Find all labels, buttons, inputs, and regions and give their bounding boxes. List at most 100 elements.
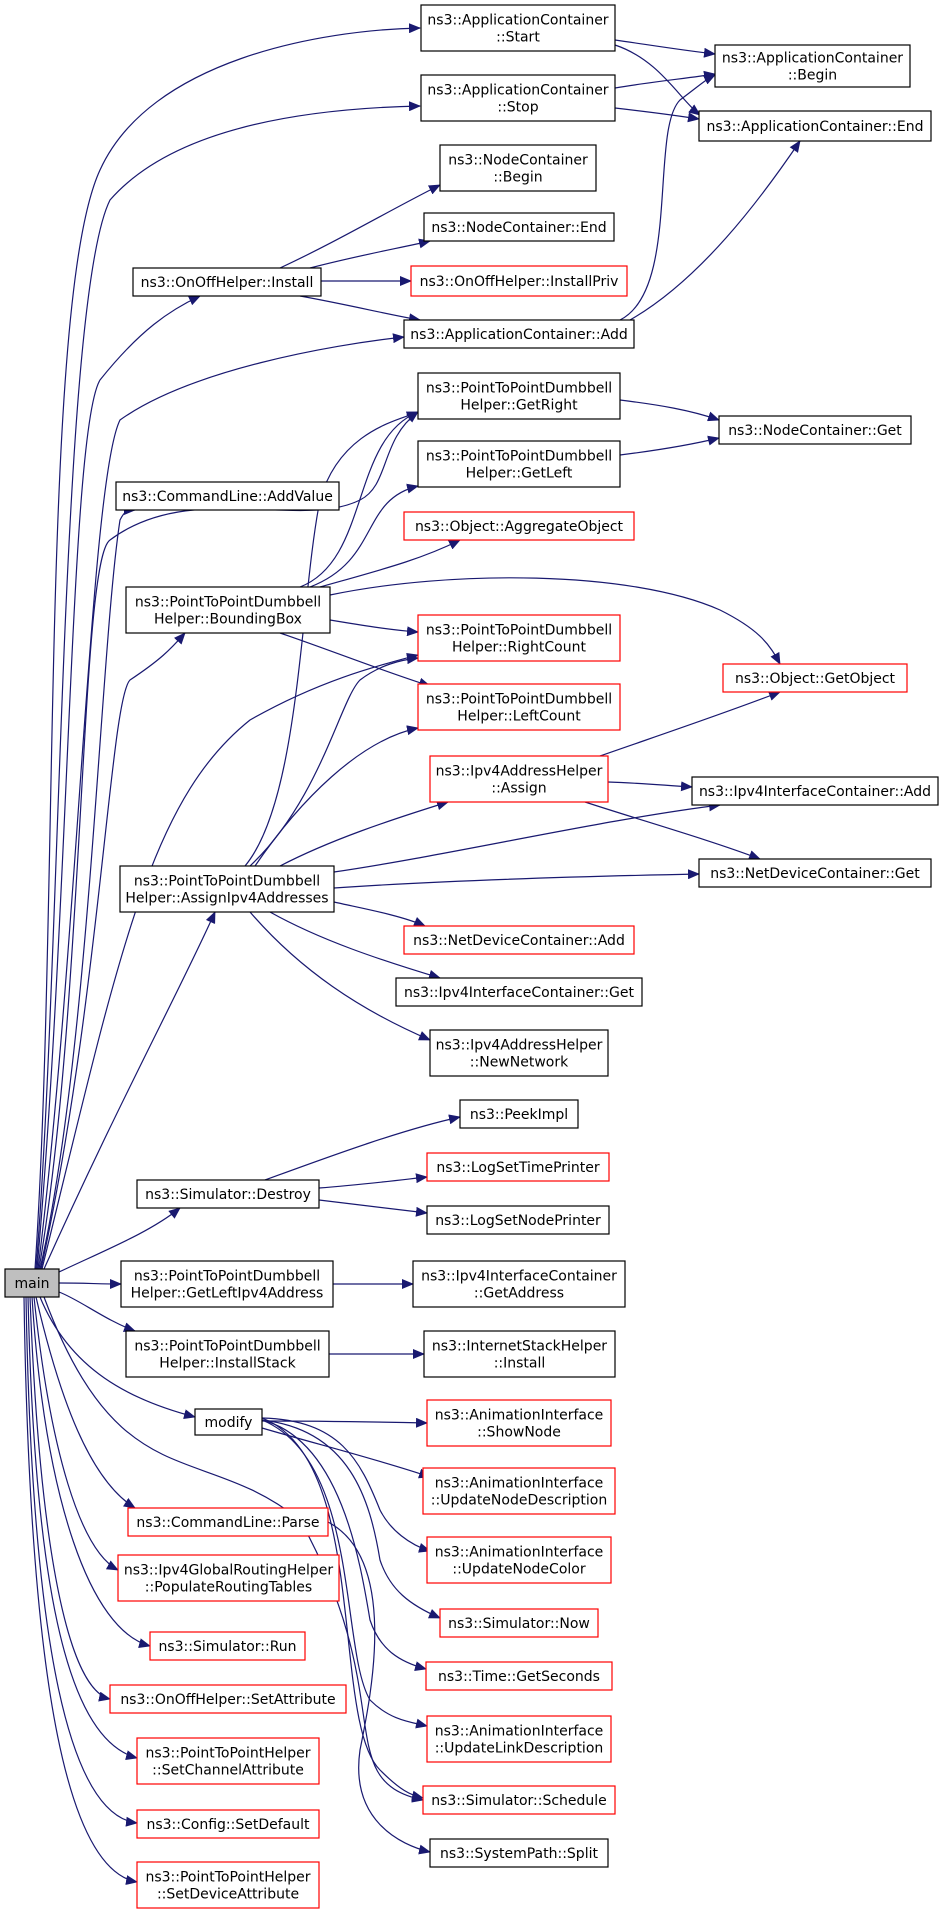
node-ndc_get[interactable]: ns3::NetDeviceContainer::Get (698, 858, 932, 888)
node-onoff_installpriv[interactable]: ns3::OnOffHelper::InstallPriv (410, 265, 628, 297)
node-db_rightcount[interactable]: ns3::PointToPointDumbbellHelper::RightCo… (417, 614, 621, 662)
edge-main-to-app_stop (35, 101, 421, 1270)
node-label: ns3::PointToPointDumbbell (134, 1339, 320, 1355)
edge-db_assignipv4-to-ipv4addr_newnet (249, 911, 431, 1041)
node-label: ns3::NetDeviceContainer::Get (710, 866, 920, 882)
node-box (412, 1260, 626, 1308)
edge-db_assignipv4-to-ipv4ic_get (269, 911, 441, 980)
node-label: ns3::NodeContainer (448, 153, 588, 169)
node-peekimpl[interactable]: ns3::PeekImpl (459, 1099, 579, 1129)
edge-ipv4addr_assign-to-ndc_get (584, 801, 761, 860)
edge-onoff_install-to-nc_end (309, 238, 431, 269)
node-box (149, 1631, 306, 1661)
node-anim_updatedesc[interactable]: ns3::AnimationInterface::UpdateNodeDescr… (422, 1467, 616, 1515)
edge-main-to-modify (39, 1296, 196, 1420)
node-box (459, 1099, 579, 1129)
edge-modify-to-sim_schedule (261, 1417, 424, 1801)
node-ipv4addr_newnet[interactable]: ns3::Ipv4AddressHelper::NewNetwork (429, 1029, 609, 1077)
edge-onoff_install-to-app_add (299, 295, 421, 324)
node-box (422, 1467, 616, 1515)
node-config_setdefault[interactable]: ns3::Config::SetDefault (136, 1809, 320, 1839)
node-main[interactable]: main (4, 1268, 60, 1298)
edge-main-to-db_getright (38, 411, 419, 1270)
node-log_nodeprinter[interactable]: ns3::LogSetNodePrinter (426, 1205, 610, 1235)
node-box (417, 440, 621, 488)
node-app_end[interactable]: ns3::ApplicationContainer::End (698, 110, 932, 142)
node-box (132, 267, 322, 297)
node-label: Helper::AssignIpv4Addresses (125, 891, 328, 907)
node-label: ns3::Ipv4InterfaceContainer::Get (404, 985, 634, 1001)
node-box (722, 663, 908, 693)
node-anim_updatecolor[interactable]: ns3::AnimationInterface::UpdateNodeColor (426, 1536, 612, 1584)
node-db_installstack[interactable]: ns3::PointToPointDumbbellHelper::Install… (125, 1330, 330, 1378)
node-label: ns3::Config::SetDefault (146, 1817, 310, 1833)
node-sim_destroy[interactable]: ns3::Simulator::Destroy (136, 1179, 320, 1209)
node-onoff_setattr[interactable]: ns3::OnOffHelper::SetAttribute (109, 1684, 347, 1714)
node-log_timeprinter[interactable]: ns3::LogSetTimePrinter (426, 1152, 610, 1182)
node-p2p_setchannel[interactable]: ns3::PointToPointHelper::SetChannelAttri… (136, 1737, 320, 1785)
node-cl_parse[interactable]: ns3::CommandLine::Parse (127, 1507, 329, 1537)
node-label: ns3::OnOffHelper::Install (141, 275, 314, 291)
node-app_stop[interactable]: ns3::ApplicationContainer::Stop (420, 74, 616, 122)
node-sim_run[interactable]: ns3::Simulator::Run (149, 1631, 306, 1661)
node-db_boundingbox[interactable]: ns3::PointToPointDumbbellHelper::Boundin… (125, 586, 331, 634)
node-sim_schedule[interactable]: ns3::Simulator::Schedule (422, 1785, 616, 1815)
edge-main-to-p2p_setchannel (27, 1296, 138, 1760)
node-ipv4addr_assign[interactable]: ns3::Ipv4AddressHelper::Assign (429, 755, 609, 803)
edge-main-to-db_rightcount (41, 652, 419, 1270)
node-cl_addvalue[interactable]: ns3::CommandLine::AddValue (115, 481, 340, 511)
node-db_leftcount[interactable]: ns3::PointToPointDumbbellHelper::LeftCou… (417, 683, 621, 731)
node-systempath_split[interactable]: ns3::SystemPath::Split (429, 1838, 609, 1868)
edge-main-to-config_setdefault (25, 1296, 138, 1827)
node-label: ns3::PointToPointDumbbell (134, 874, 320, 890)
node-box (698, 110, 932, 142)
node-db_assignipv4[interactable]: ns3::PointToPointDumbbellHelper::AssignI… (119, 865, 335, 913)
node-modify[interactable]: modify (194, 1408, 263, 1436)
node-label: ns3::AnimationInterface (435, 1724, 604, 1740)
edge-main-to-app_add (37, 333, 405, 1270)
node-p2p_setdevice[interactable]: ns3::PointToPointHelper::SetDeviceAttrib… (136, 1861, 320, 1909)
node-label: ::ShowNode (477, 1425, 561, 1441)
edge-db_assignipv4-to-ndc_get (333, 869, 700, 889)
edge-modify-to-sim_now (261, 1419, 441, 1619)
node-onoff_install[interactable]: ns3::OnOffHelper::Install (132, 267, 322, 297)
node-app_start[interactable]: ns3::ApplicationContainer::Start (420, 4, 616, 52)
node-label: ::SetDeviceAttribute (157, 1887, 299, 1903)
node-ndc_add[interactable]: ns3::NetDeviceContainer::Add (403, 925, 635, 955)
node-label: ns3::ApplicationContainer (722, 51, 903, 67)
node-app_add[interactable]: ns3::ApplicationContainer::Add (403, 319, 635, 349)
node-obj_getobject[interactable]: ns3::Object::GetObject (722, 663, 908, 693)
node-sim_now[interactable]: ns3::Simulator::Now (439, 1608, 599, 1638)
edge-db_getleft-to-nc_get (619, 435, 720, 456)
node-ipv4ic_get[interactable]: ns3::Ipv4InterfaceContainer::Get (395, 977, 643, 1007)
edge-cl_parse-to-systempath_split (327, 1521, 431, 1855)
node-ipv4grh_populate[interactable]: ns3::Ipv4GlobalRoutingHelper::PopulateRo… (117, 1554, 340, 1602)
edge-main-to-sim_run (31, 1296, 151, 1648)
node-anim_updatelinkdesc[interactable]: ns3::AnimationInterface::UpdateLinkDescr… (426, 1715, 612, 1763)
node-label: ::NewNetwork (470, 1055, 569, 1071)
node-ipv4ic_add[interactable]: ns3::Ipv4InterfaceContainer::Add (691, 776, 939, 806)
node-nc_end[interactable]: ns3::NodeContainer::End (423, 212, 615, 242)
edge-app_stop-to-app_begin (614, 70, 716, 89)
node-time_getseconds[interactable]: ns3::Time::GetSeconds (425, 1661, 613, 1691)
node-label: ::Install (494, 1356, 546, 1372)
edge-main-to-cl_addvalue (39, 505, 136, 1270)
node-obj_aggregate[interactable]: ns3::Object::AggregateObject (403, 511, 635, 541)
node-nc_get[interactable]: ns3::NodeContainer::Get (718, 415, 912, 445)
node-label: ::UpdateLinkDescription (435, 1741, 604, 1757)
node-db_getright[interactable]: ns3::PointToPointDumbbellHelper::GetRigh… (417, 372, 621, 420)
node-box (691, 776, 939, 806)
node-ish_install[interactable]: ns3::InternetStackHelper::Install (423, 1330, 616, 1378)
edge-app_stop-to-app_end (614, 107, 700, 123)
node-nc_begin[interactable]: ns3::NodeContainer::Begin (439, 144, 597, 192)
node-box (125, 1330, 330, 1378)
edge-main-to-sim_destroy (58, 1207, 181, 1273)
node-anim_shownode[interactable]: ns3::AnimationInterface::ShowNode (426, 1399, 612, 1447)
node-box (417, 683, 621, 731)
node-ipv4ic_getaddr[interactable]: ns3::Ipv4InterfaceContainer::GetAddress (412, 1260, 626, 1308)
node-app_begin[interactable]: ns3::ApplicationContainer::Begin (714, 44, 911, 88)
edge-main-to-onoff_setattr (29, 1296, 111, 1702)
node-db_getleftipv4[interactable]: ns3::PointToPointDumbbellHelper::GetLeft… (120, 1260, 334, 1308)
